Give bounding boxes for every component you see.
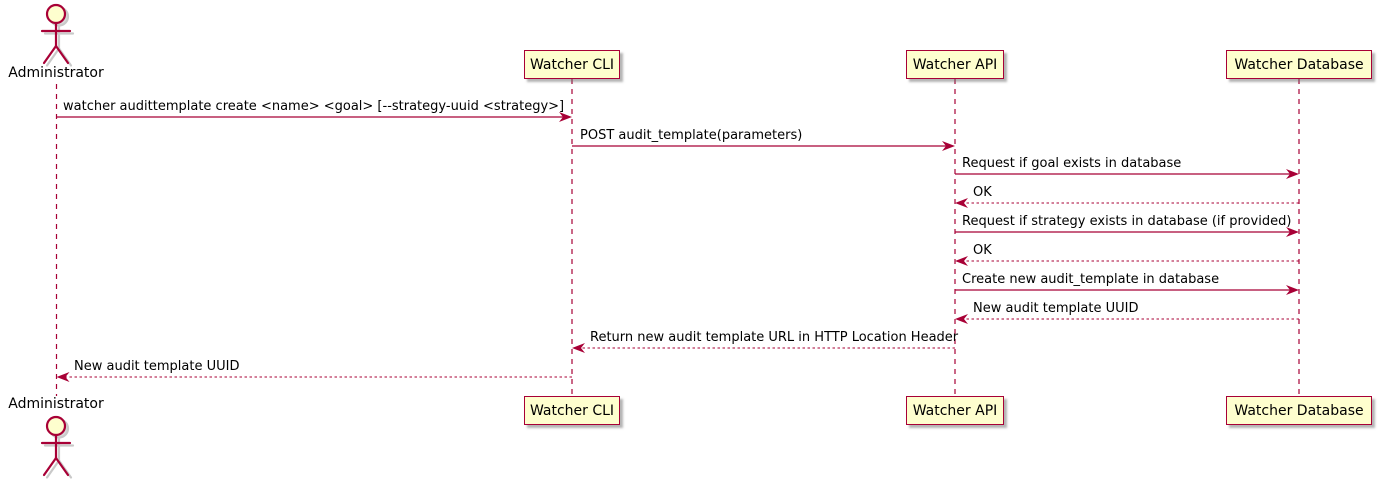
message-arrowhead-9 bbox=[572, 343, 585, 353]
message-arrowhead-8 bbox=[955, 314, 968, 324]
participant-label: Watcher API bbox=[912, 56, 998, 73]
message-arrowhead-5 bbox=[1286, 227, 1299, 237]
message-label-7: Create new audit_template in database bbox=[962, 272, 1220, 287]
message-label-2: POST audit_template(parameters) bbox=[580, 128, 803, 143]
message-arrowhead-4 bbox=[955, 198, 968, 208]
administrator-actor-icon-top bbox=[40, 3, 72, 65]
message-arrowhead-6 bbox=[955, 256, 968, 266]
message-label-10: New audit template UUID bbox=[74, 359, 240, 374]
message-label-9: Return new audit template URL in HTTP Lo… bbox=[590, 330, 959, 345]
participant-label: Watcher Database bbox=[1234, 56, 1364, 73]
message-arrowhead-3 bbox=[1286, 169, 1299, 179]
message-label-3: Request if goal exists in database bbox=[962, 156, 1182, 171]
participant-box-watcher-api-bottom: Watcher API bbox=[906, 396, 1004, 425]
participant-box-watcher-database-bottom: Watcher Database bbox=[1226, 396, 1372, 425]
message-label-1: watcher audittemplate create <name> <goa… bbox=[63, 99, 565, 114]
message-arrowhead-7 bbox=[1286, 285, 1299, 295]
participant-box-watcher-cli-bottom: Watcher CLI bbox=[524, 396, 620, 425]
message-label-6: OK bbox=[973, 243, 992, 258]
participant-box-watcher-api-top: Watcher API bbox=[906, 50, 1004, 79]
message-arrowhead-2 bbox=[942, 141, 955, 151]
administrator-actor-icon-bottom bbox=[40, 415, 72, 477]
participant-label: Watcher CLI bbox=[529, 402, 615, 419]
message-arrowhead-10 bbox=[56, 372, 70, 382]
participant-label: Watcher Database bbox=[1234, 402, 1364, 419]
message-label-4: OK bbox=[973, 185, 992, 200]
message-arrowhead-1 bbox=[559, 112, 572, 122]
participant-label: Watcher API bbox=[912, 402, 998, 419]
actor-label-administrator-bottom: Administrator bbox=[8, 396, 104, 412]
message-label-8: New audit template UUID bbox=[973, 301, 1139, 316]
actor-label-administrator-top: Administrator bbox=[8, 65, 104, 81]
participant-label: Watcher CLI bbox=[529, 56, 615, 73]
message-label-5: Request if strategy exists in database (… bbox=[962, 214, 1292, 229]
participant-box-watcher-cli-top: Watcher CLI bbox=[524, 50, 620, 79]
participant-box-watcher-database-top: Watcher Database bbox=[1226, 50, 1372, 79]
